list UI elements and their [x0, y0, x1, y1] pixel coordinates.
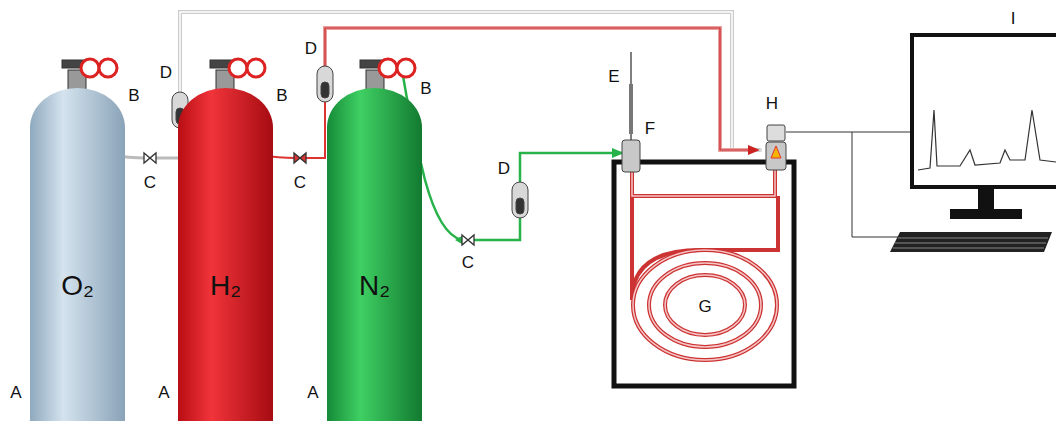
gas-cylinder: O₂	[30, 88, 125, 421]
gas-formula: O₂	[61, 270, 94, 302]
gas-formula: N₂	[359, 270, 390, 302]
callout-letter: C	[294, 174, 306, 191]
callout-letter: A	[307, 384, 318, 401]
gas-formula: H₂	[210, 270, 241, 302]
callout-letter: B	[276, 87, 287, 104]
callout-letter: D	[498, 160, 510, 177]
callout-letter: G	[698, 298, 711, 315]
callout-letter: D	[160, 64, 172, 81]
gas-cylinder: N₂	[327, 88, 422, 421]
callout-letter: C	[144, 174, 156, 191]
callout-letter: B	[420, 80, 431, 97]
callout-letter: H	[766, 95, 778, 112]
callout-letter: A	[158, 384, 169, 401]
callout-letter: A	[10, 384, 21, 401]
callout-letter: F	[645, 120, 655, 137]
callout-letter: B	[128, 87, 139, 104]
gas-cylinder: H₂	[178, 88, 273, 421]
callout-letter: C	[462, 254, 474, 271]
callout-letter: D	[305, 40, 317, 57]
callout-letter: E	[608, 68, 619, 85]
callout-letter: I	[1011, 10, 1016, 27]
